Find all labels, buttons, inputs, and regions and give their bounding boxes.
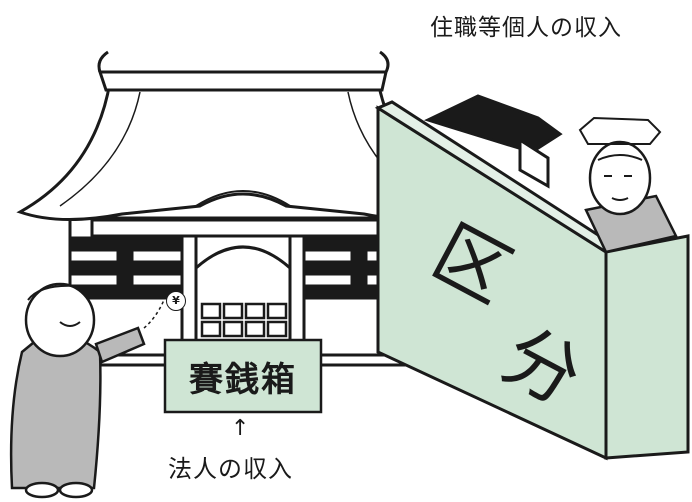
pillar bbox=[180, 216, 198, 360]
beam bbox=[116, 236, 134, 300]
up-arrow-icon: ↑ bbox=[231, 416, 250, 441]
yen-coin: ¥ bbox=[166, 291, 186, 311]
ridge-end-left bbox=[97, 50, 109, 73]
ridge-end-right bbox=[379, 50, 390, 73]
window-grid bbox=[200, 302, 288, 338]
beam bbox=[350, 236, 368, 300]
back-wall bbox=[518, 137, 550, 189]
woman-head bbox=[24, 282, 96, 358]
woman-foot bbox=[24, 481, 60, 499]
woman-foot bbox=[58, 481, 94, 499]
offertory-box-label: 賽銭箱 bbox=[189, 359, 297, 400]
pillar bbox=[288, 216, 306, 360]
priest-head bbox=[588, 140, 652, 216]
corporate-income-label: 法人の収入 bbox=[168, 455, 293, 483]
old-woman bbox=[9, 282, 165, 499]
back-building bbox=[423, 94, 563, 189]
partition-wall bbox=[374, 100, 690, 461]
wall-side bbox=[604, 234, 690, 460]
offertory-box bbox=[163, 338, 323, 414]
back-roof bbox=[423, 94, 563, 154]
roof-ridge bbox=[97, 70, 388, 92]
priest bbox=[578, 116, 678, 254]
woman-sleeve bbox=[94, 326, 146, 364]
arch bbox=[195, 245, 291, 270]
personal-income-label: 住職等個人の収入 bbox=[430, 15, 622, 41]
eave bbox=[90, 218, 402, 238]
